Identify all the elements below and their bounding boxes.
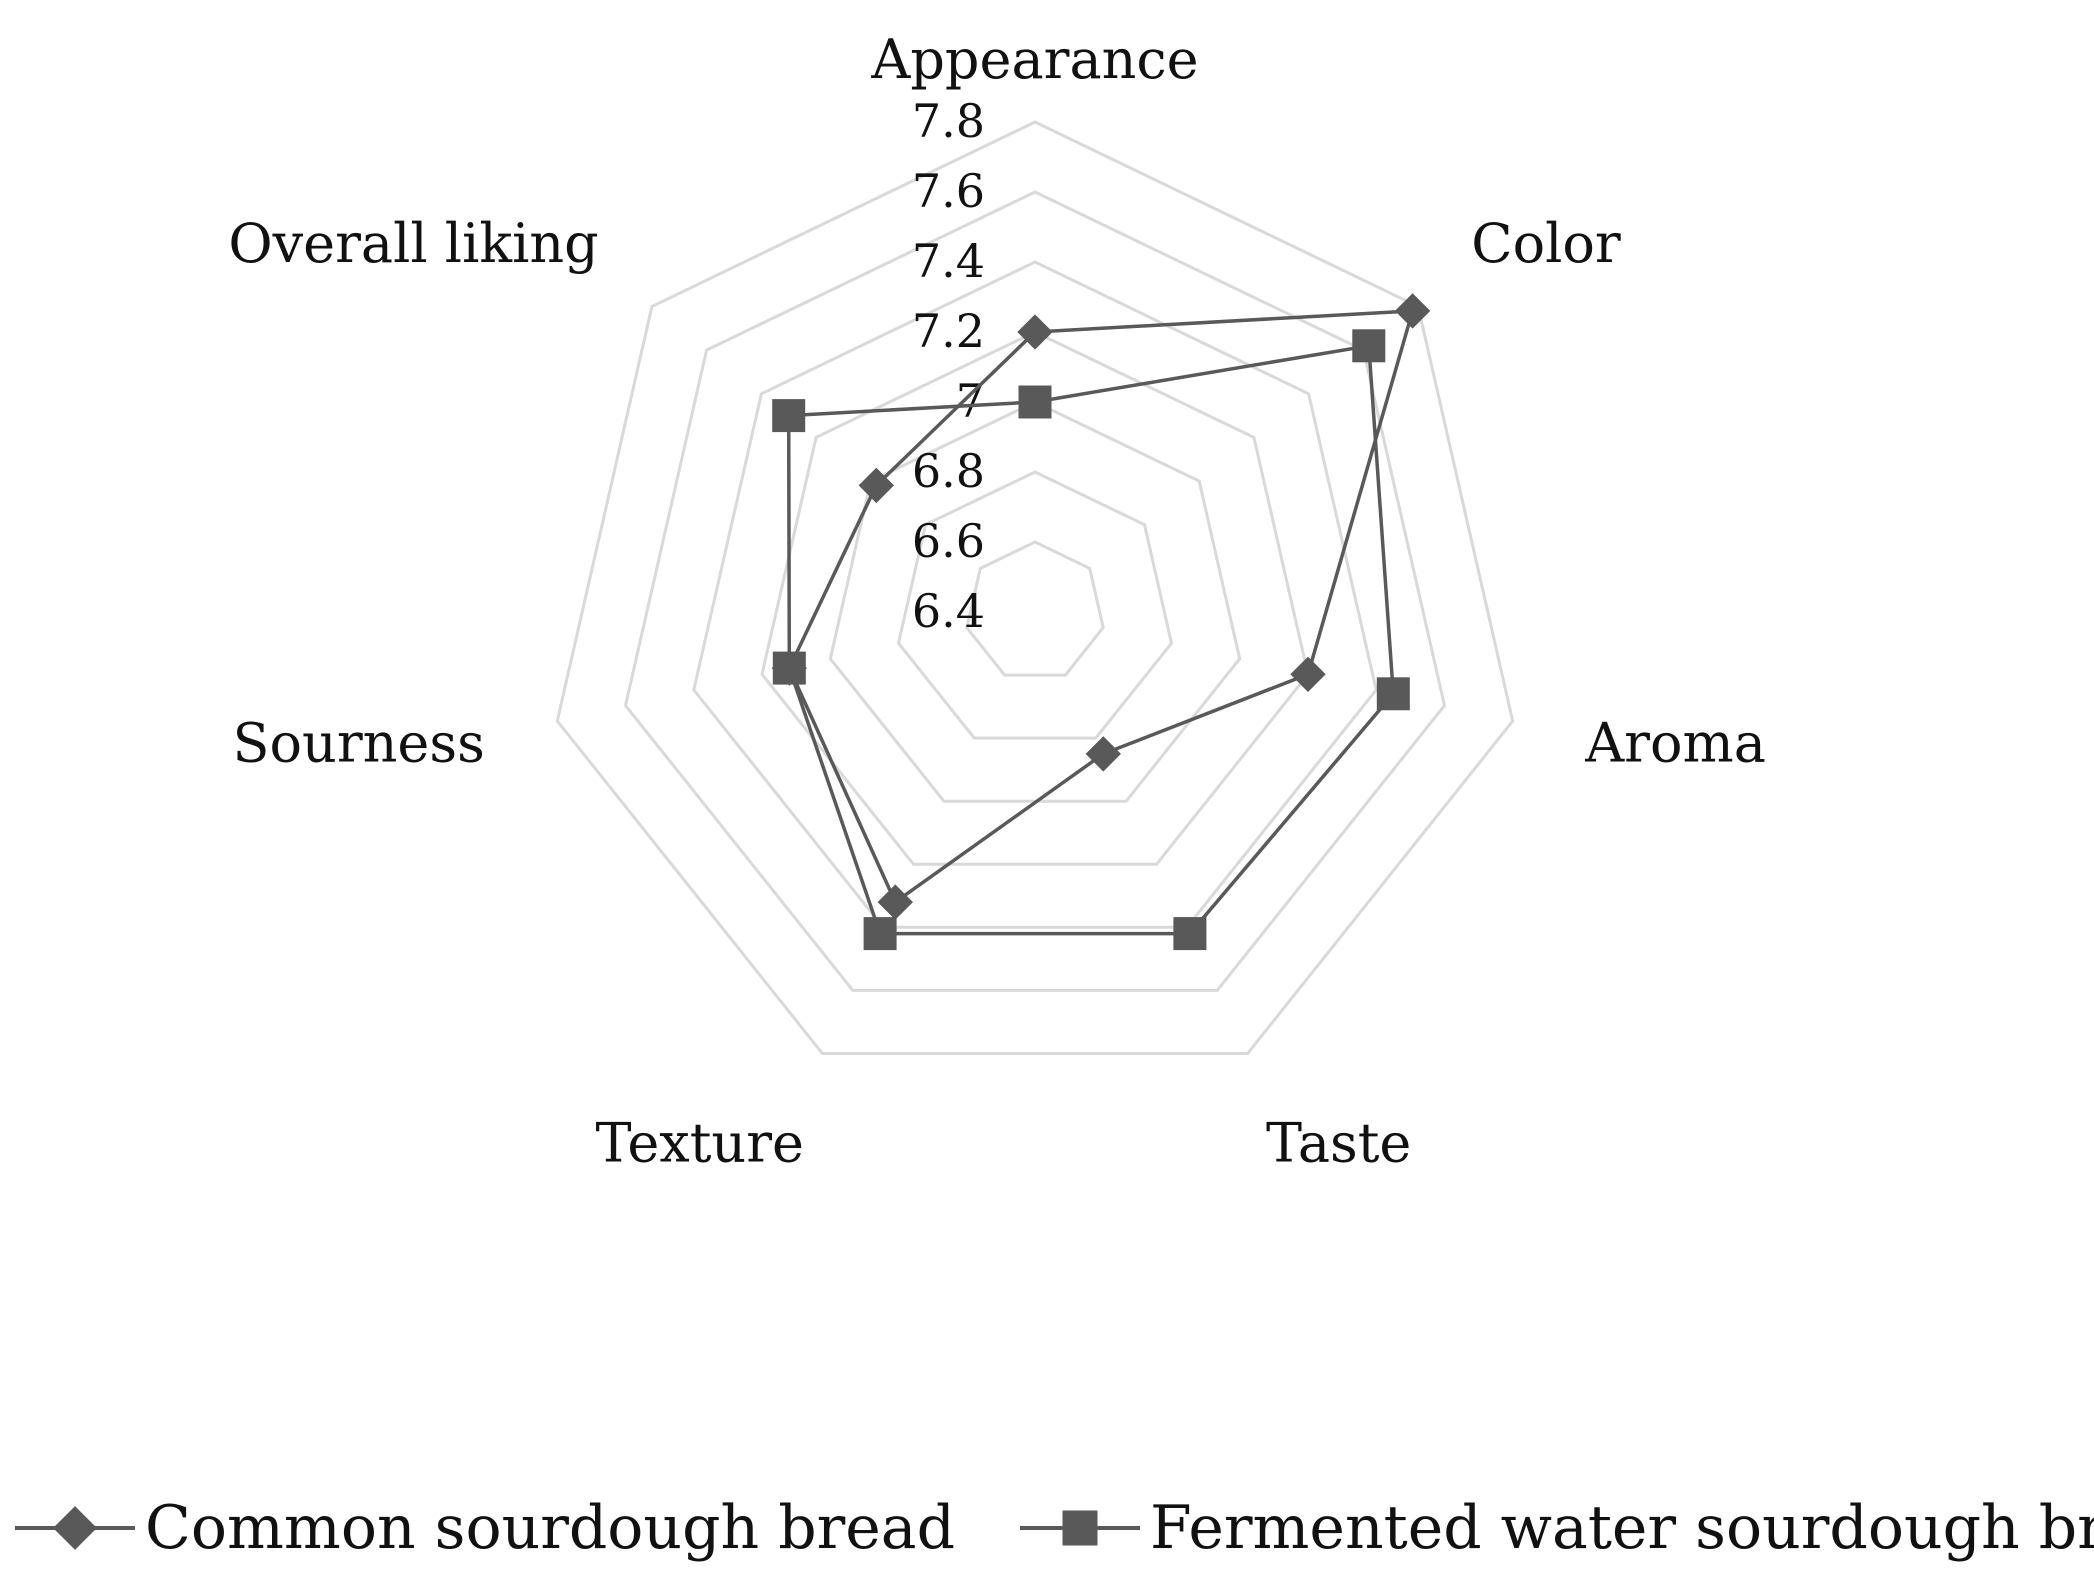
data-point-square	[1376, 677, 1410, 711]
legend-label-fermented: Fermented water sourdough bread	[1150, 1493, 2094, 1563]
axis-label-aroma: Aroma	[1584, 711, 1766, 774]
legend-diamond-marker	[53, 1506, 97, 1550]
grid-ring	[828, 400, 1242, 803]
data-point-diamond	[1085, 736, 1121, 772]
grid-ring	[760, 330, 1310, 866]
series-fermented	[772, 329, 1410, 951]
radial-tick-label: 6.6	[912, 514, 985, 568]
data-point-diamond	[1290, 656, 1326, 692]
legend-item-common: Common sourdough bread	[15, 1493, 955, 1563]
data-point-diamond	[1017, 314, 1053, 350]
radial-tick-label: 7.4	[912, 234, 985, 288]
radial-tick-label: 7.6	[912, 164, 985, 218]
legend-label-common: Common sourdough bread	[145, 1493, 955, 1563]
radial-tick-label: 7.2	[912, 304, 985, 358]
axis-label-sourness: Sourness	[233, 711, 485, 774]
data-point-square	[1173, 917, 1207, 951]
grid-ring	[555, 120, 1515, 1055]
data-point-diamond	[1394, 293, 1431, 329]
radial-tick-label: 6.4	[912, 584, 985, 638]
series-layer	[771, 293, 1431, 951]
axis-label-appearance: Appearance	[870, 28, 1198, 91]
data-point-diamond	[858, 467, 894, 504]
legend-square-marker	[1062, 1510, 1098, 1546]
data-point-square	[1018, 385, 1052, 419]
axis-label-taste: Taste	[1266, 1112, 1411, 1175]
series-line	[786, 344, 1396, 936]
legend-item-fermented: Fermented water sourdough bread	[1020, 1493, 2094, 1563]
grid-ring	[896, 470, 1174, 740]
grid-ring	[692, 260, 1378, 929]
axis-label-color: Color	[1471, 212, 1621, 275]
series-line	[787, 309, 1415, 904]
data-point-square	[772, 399, 806, 433]
radial-tick-labels: 7.8 7.6 7.4 7.2 7 6.8 6.6 6.4	[912, 94, 985, 638]
data-point-diamond	[877, 884, 913, 920]
radial-tick-label: 7.8	[912, 94, 985, 148]
data-point-square	[772, 651, 806, 685]
axis-label-texture: Texture	[596, 1112, 805, 1175]
radial-tick-label: 7	[956, 374, 985, 428]
axis-label-overall-liking: Overall liking	[228, 212, 598, 275]
data-point-square	[863, 917, 897, 951]
grid-ring	[623, 190, 1447, 992]
grid-ring	[965, 540, 1105, 677]
series-common	[771, 293, 1431, 920]
legend: Common sourdough bread Fermented water s…	[15, 1493, 2094, 1563]
radial-tick-label: 6.8	[912, 444, 985, 498]
grid-layer	[555, 120, 1515, 1055]
data-point-square	[1352, 329, 1386, 363]
